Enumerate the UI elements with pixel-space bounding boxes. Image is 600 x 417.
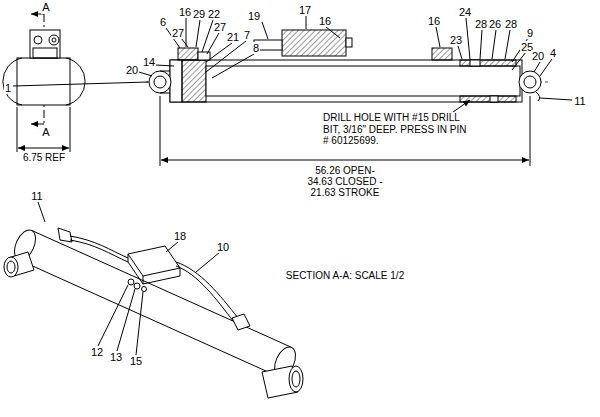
callout-number: 6	[159, 16, 167, 29]
callout-number: 28	[474, 18, 488, 31]
callout-number: 13	[109, 351, 123, 364]
callout-number: 10	[216, 241, 230, 254]
callout-number: 16	[427, 15, 441, 28]
dimension-text: SECTION A-A: SCALE 1/2	[285, 270, 405, 282]
callout-number: 18	[173, 230, 187, 243]
callout-number: 11	[573, 95, 586, 108]
callout-number: 4	[549, 47, 557, 60]
callout-number: 23	[449, 34, 463, 47]
callout-number: 7	[243, 29, 251, 42]
callout-number: 12	[90, 346, 104, 359]
callout-number: 21	[226, 31, 240, 44]
dimension-text: A	[41, 126, 50, 139]
callout-number: 20	[125, 64, 139, 77]
dimension-text: 6.75 REF	[22, 152, 66, 164]
callout-number: 20	[531, 50, 545, 63]
dimension-text: A	[41, 1, 50, 14]
callout-number: 17	[298, 4, 312, 17]
callout-number: 26	[488, 18, 502, 31]
callout-number: 28	[504, 18, 518, 31]
callout-number: 24	[458, 6, 472, 19]
callout-number: 19	[247, 10, 261, 23]
dimension-text: 21.63 STROKE	[310, 187, 381, 199]
callout-number: 9	[526, 27, 534, 40]
dimension-text: 34.63 CLOSED -	[306, 176, 383, 188]
callout-number: 29	[192, 8, 206, 21]
callout-number: 16	[178, 6, 192, 19]
callout-number: 1	[4, 82, 12, 95]
callout-number: 11	[30, 190, 43, 203]
callout-number: 14	[142, 56, 156, 69]
callout-number: 16	[318, 15, 332, 28]
note-text: DRILL HOLE WITH #15 DRILL BIT, 3/16" DEE…	[322, 112, 474, 147]
callout-number: 22	[207, 8, 221, 21]
callout-number: 15	[129, 355, 143, 368]
dimension-text: 56.26 OPEN-	[314, 165, 375, 177]
callout-number: 27	[171, 27, 185, 40]
callout-number: 8	[252, 42, 260, 55]
